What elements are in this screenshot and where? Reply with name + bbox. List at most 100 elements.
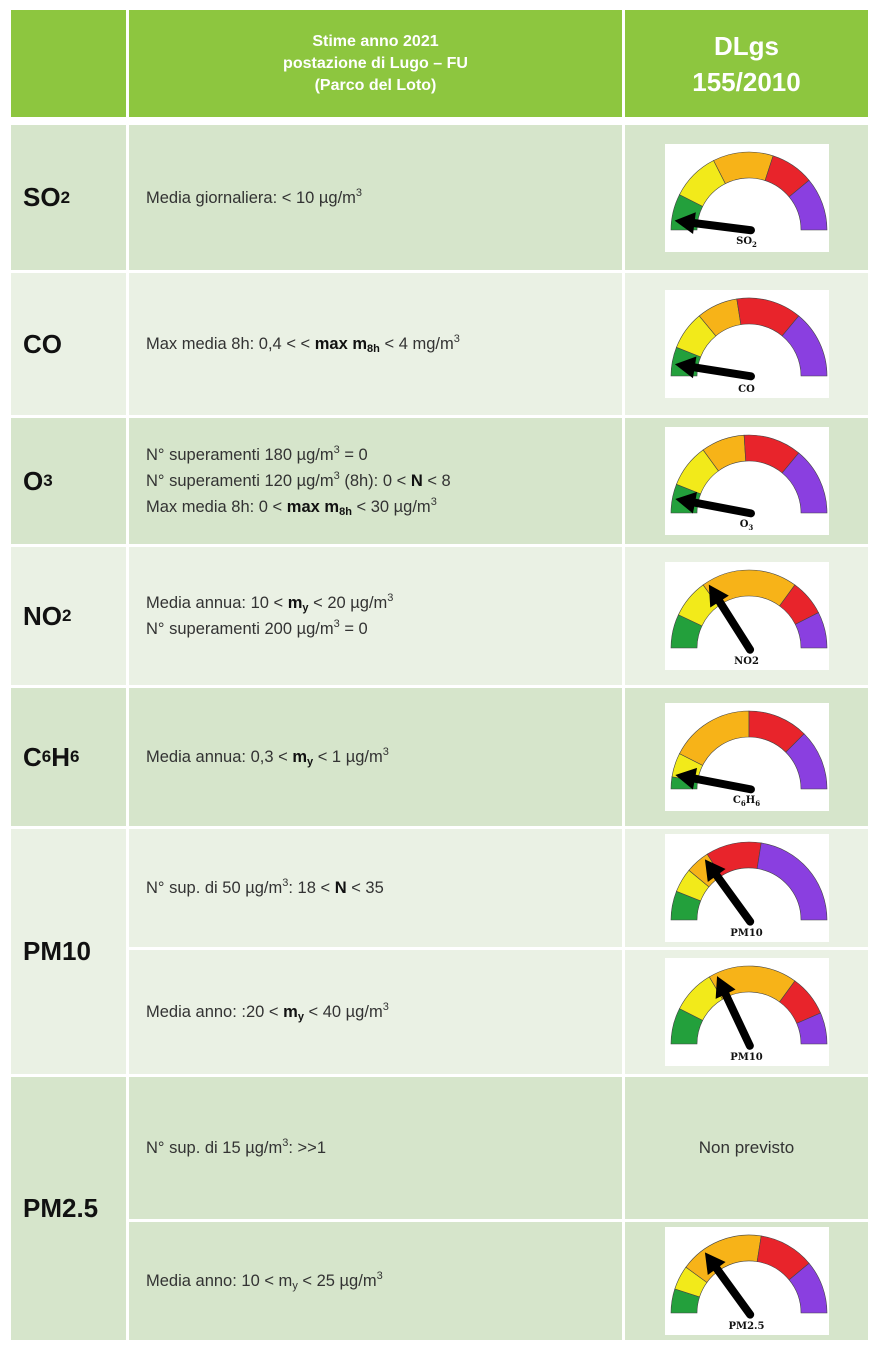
- header-estimates-line: (Parco del Loto): [314, 76, 437, 94]
- bold-subscript: y: [302, 602, 309, 614]
- superscript: 3: [282, 877, 289, 889]
- gauge-dial: [670, 434, 827, 518]
- gauge-label-sub: 6: [755, 799, 761, 808]
- text: N° superamenti 180 µg/m: [146, 446, 334, 464]
- estimate-text: N° sup. di 50 µg/m3: 18 < N < 35: [129, 829, 622, 947]
- pollutant-symbol: CO: [23, 328, 62, 359]
- row-pm10: PM10 N° sup. di 50 µg/m3: 18 < N < 35 PM…: [11, 829, 868, 1074]
- text: Max media 8h: 0 <: [146, 498, 287, 516]
- superscript: 3: [430, 496, 437, 508]
- superscript: 3: [333, 618, 340, 630]
- estimate-text: Media giornaliera: < 10 µg/m3: [129, 125, 622, 270]
- estimate-text: N° sup. di 15 µg/m3: >>1: [129, 1077, 622, 1219]
- bold-text: m: [283, 1003, 298, 1021]
- text: < 35: [346, 879, 384, 897]
- text: Media annua: 0,3 <: [146, 748, 293, 766]
- pollutant-symbol: PM2.5: [23, 1193, 99, 1223]
- text: N° sup. di 15 µg/m: [146, 1139, 283, 1157]
- text: : >>1: [288, 1139, 326, 1157]
- estimate-text: Media annua: 0,3 < my < 1 µg/m3: [129, 688, 622, 826]
- pollutant-subscript: 6: [41, 747, 52, 766]
- gauge-label-text: H: [745, 795, 756, 806]
- gauge-label-text: NO: [734, 656, 752, 667]
- gauge-band: [781, 452, 827, 514]
- text: < 8: [422, 472, 451, 490]
- bold-text: m: [287, 594, 303, 612]
- gauge: SO2: [664, 143, 829, 252]
- gauge: CO: [664, 290, 829, 398]
- text: < 25 µg/m: [297, 1272, 377, 1290]
- gauge-label-text: PM: [728, 1321, 748, 1332]
- text: < 40 µg/m: [303, 1003, 383, 1021]
- gauge-needle: [712, 871, 754, 926]
- superscript: 3: [333, 470, 340, 482]
- gauge-cell: PM10: [625, 829, 868, 947]
- row-co: CO Max media 8h: 0,4 < < max m8h < 4 mg/…: [11, 273, 868, 415]
- gauge-needle: [690, 498, 755, 518]
- gauge: NO2: [664, 562, 829, 670]
- gauge-cell: SO2: [625, 125, 868, 270]
- header-estimates: Stime anno 2021 postazione di Lugo – FU …: [129, 10, 622, 117]
- text: Media giornaliera: < 10 µg/m: [146, 188, 356, 207]
- gauge-needle-head: [704, 859, 726, 882]
- estimate-line: N° superamenti 180 µg/m3 = 0: [146, 442, 622, 468]
- gauge-label-sub: 10: [748, 928, 763, 939]
- gauge-dial: [670, 1234, 827, 1319]
- gauge-label: PM2.5: [665, 1321, 829, 1332]
- gauge-band: [795, 1012, 827, 1045]
- text: < 30 µg/m: [351, 498, 431, 516]
- text: < 4 mg/m: [379, 335, 454, 353]
- air-quality-table: Stime anno 2021 postazione di Lugo – FU …: [11, 10, 868, 1340]
- pollutant-name: PM10: [11, 829, 126, 1074]
- gauge-label-sub: 3: [748, 523, 754, 532]
- bold-subscript: 8h: [339, 506, 352, 518]
- gauge-band: [781, 315, 827, 377]
- estimate-line: Media annua: 10 < my < 20 µg/m3: [146, 590, 622, 616]
- gauge-dial: [670, 710, 827, 794]
- gauge-band: [794, 612, 827, 649]
- text: < 20 µg/m: [308, 594, 388, 612]
- gauge-label: PM10: [665, 928, 829, 939]
- header-estimates-line: Stime anno 2021: [312, 32, 439, 50]
- gauge-label-sub: 6: [740, 799, 746, 808]
- pollutant-subscript: 3: [43, 471, 53, 490]
- gauge-label: NO2: [665, 656, 829, 667]
- gauge: O3: [664, 427, 829, 535]
- gauge-dial: [670, 151, 827, 234]
- text: : 18 <: [288, 879, 335, 897]
- header-estimates-line: postazione di Lugo – FU: [283, 54, 468, 72]
- gauge-label: PM10: [665, 1052, 829, 1063]
- gauge: C6H6: [664, 703, 829, 811]
- gauge-band: [756, 842, 827, 921]
- header-empty-cell: [11, 10, 126, 117]
- estimate-text: Media anno: :20 < my < 40 µg/m3: [129, 950, 622, 1074]
- text: (8h): 0 <: [339, 472, 411, 490]
- gauge-cell: NO2: [625, 547, 868, 685]
- estimate-line: N° superamenti 200 µg/m3 = 0: [146, 616, 622, 642]
- gauge-label-text: O: [739, 519, 749, 530]
- gauge-needle-head: [674, 211, 696, 234]
- estimate-line: Media annua: 0,3 < my < 1 µg/m3: [146, 744, 622, 770]
- gauge-dial: [670, 841, 827, 926]
- superscript: 3: [355, 186, 363, 199]
- text: = 0: [339, 620, 368, 638]
- estimate-line: N° sup. di 50 µg/m3: 18 < N < 35: [146, 875, 622, 901]
- estimate-line: Max media 8h: 0 < max m8h < 30 µg/m3: [146, 494, 622, 520]
- pollutant-symbol: O: [23, 465, 44, 496]
- gauge-label-sub: 10: [748, 1052, 763, 1063]
- pollutant-subscript: 2: [60, 187, 71, 207]
- bold-text: max m: [314, 335, 368, 353]
- gauge-dial: [670, 297, 827, 381]
- estimate-line: N° superamenti 120 µg/m3 (8h): 0 < N < 8: [146, 468, 622, 494]
- pollutant-symbol: H: [51, 741, 71, 772]
- gauge-cell: C6H6: [625, 688, 868, 826]
- gauge-needle: [712, 1264, 754, 1319]
- superscript: 3: [382, 746, 389, 758]
- text: N° sup. di 50 µg/m: [146, 879, 283, 897]
- text: N° superamenti 200 µg/m: [146, 620, 334, 638]
- gauge-label-text: PM: [730, 1052, 749, 1063]
- estimate-line: N° sup. di 15 µg/m3: >>1: [146, 1135, 622, 1161]
